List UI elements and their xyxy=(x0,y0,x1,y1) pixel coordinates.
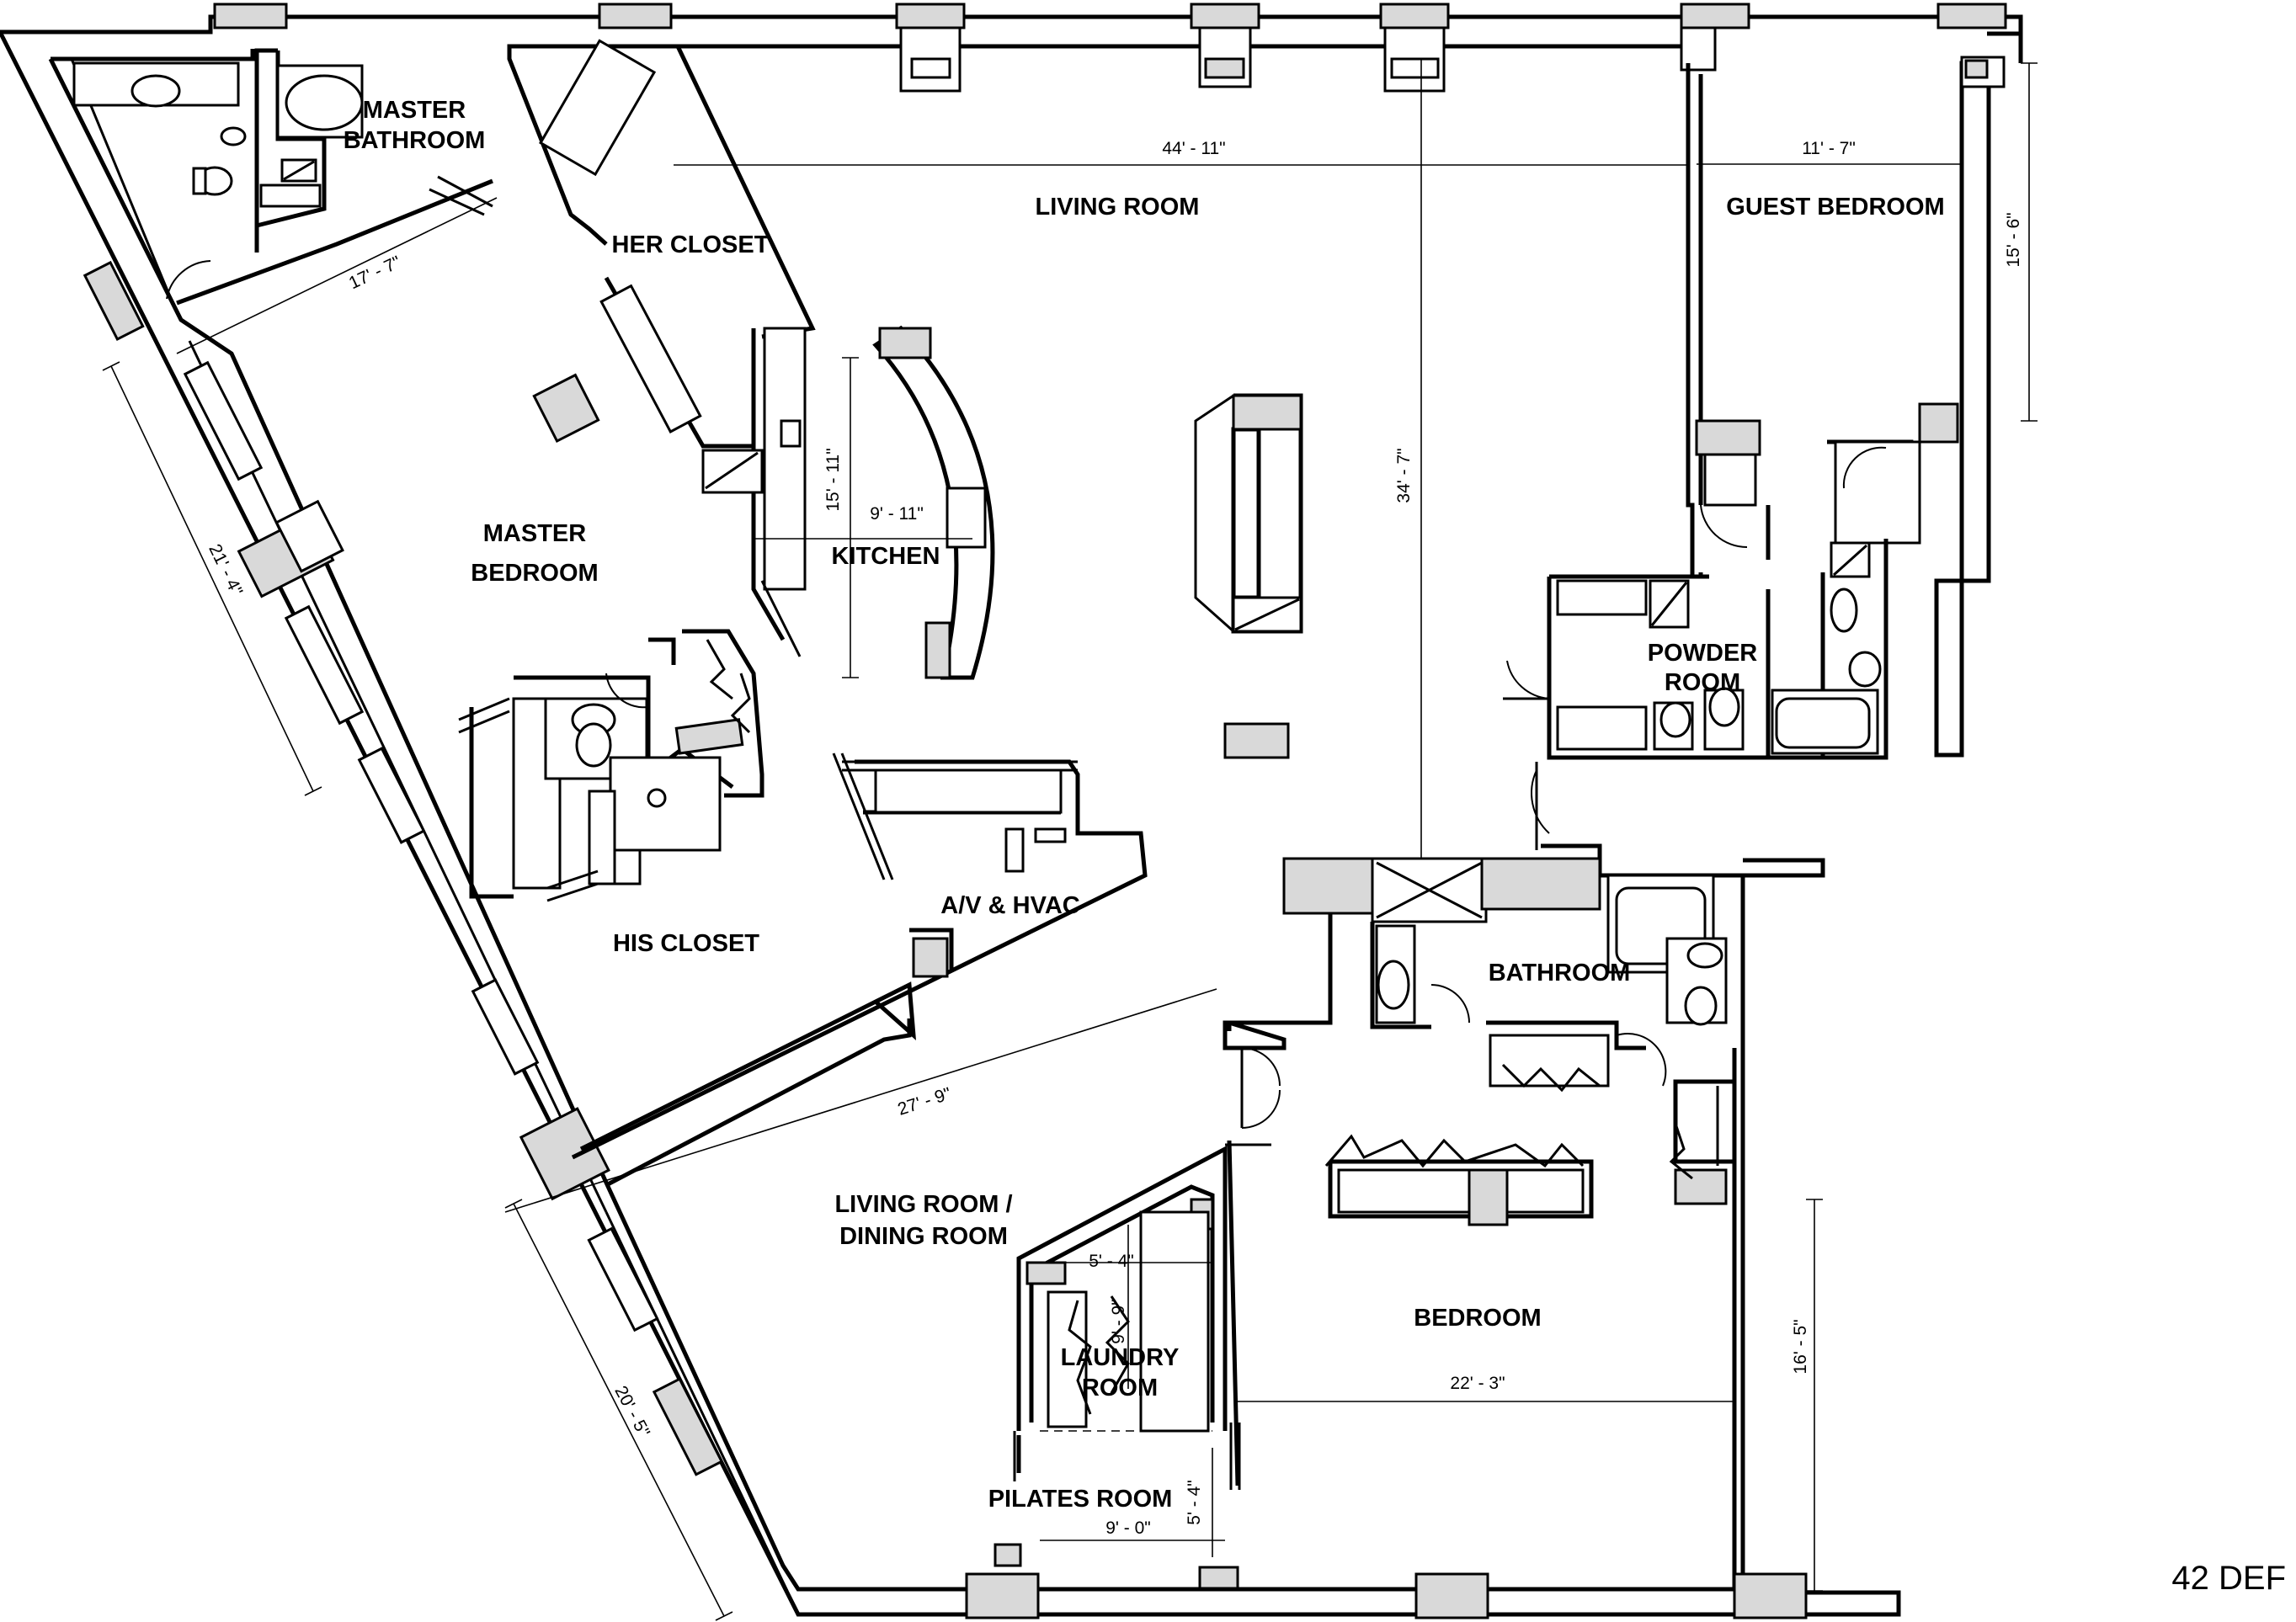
av-hvac-walls xyxy=(571,753,1148,1188)
laundry-room-label-2: ROOM xyxy=(1082,1375,1158,1401)
bedroom-width-dim: 22' - 3" xyxy=(1450,1374,1505,1393)
pilates-width-dim: 9' - 0" xyxy=(1105,1518,1150,1538)
center-sofa xyxy=(1194,393,1303,759)
powder-room-label-1: POWDER xyxy=(1648,640,1758,667)
powder-room-walls xyxy=(1503,572,1882,850)
living-depth-dim: 34' - 7" xyxy=(1394,448,1414,503)
master-bathroom-label-1: MASTER xyxy=(363,97,466,124)
laundry-walls xyxy=(1013,1140,1241,1557)
powder-room-label-2: ROOM xyxy=(1665,669,1740,696)
bedroom-furniture xyxy=(1324,1134,1594,1226)
laundry-depth-dim: 9' - 9" xyxy=(1109,1299,1128,1343)
room-labels: MASTER BATHROOM HER CLOSET LIVING ROOM G… xyxy=(344,97,1945,1513)
av-hvac-label: A/V & HVAC xyxy=(940,892,1079,919)
his-closet-label: HIS CLOSET xyxy=(613,930,759,957)
her-closet-walls xyxy=(507,39,816,657)
bathroom-walls xyxy=(1223,843,1743,1205)
dimension-lines xyxy=(102,59,1823,1621)
living-doors xyxy=(1225,1020,1287,1146)
pilates-room-label: PILATES ROOM xyxy=(988,1486,1173,1513)
living-width-dim: 44' - 11" xyxy=(1162,139,1225,158)
kitchen-label: KITCHEN xyxy=(832,543,940,570)
bedroom-label: BEDROOM xyxy=(1414,1305,1541,1332)
guest-bedroom-walls xyxy=(1686,62,2038,760)
dining-wall-dim: 20' - 5" xyxy=(610,1383,653,1440)
pilates-depth-dim: 5' - 4" xyxy=(1185,1480,1204,1524)
master-bedroom-label-1: MASTER xyxy=(483,520,587,547)
kitchen-depth-dim: 15' - 11" xyxy=(823,448,843,511)
living-dining-label-1: LIVING ROOM / xyxy=(834,1191,1012,1218)
living-dining-label-2: DINING ROOM xyxy=(839,1223,1008,1250)
laundry-room-label-1: LAUNDRY xyxy=(1061,1344,1180,1371)
laundry-width-dim: 5' - 4" xyxy=(1089,1252,1133,1271)
bathroom-label: BATHROOM xyxy=(1489,960,1631,986)
kitchen-width-dim: 9' - 11" xyxy=(870,504,924,524)
unit-id: 42 DEF xyxy=(2171,1560,2286,1597)
guest-depth-dim: 15' - 6" xyxy=(2004,212,2023,267)
master-ensuite xyxy=(458,373,764,902)
guest-width-dim: 11' - 7" xyxy=(1802,139,1856,158)
master-bathroom-walls xyxy=(72,48,493,306)
bedroom-depth-dim: 16' - 5" xyxy=(1791,1319,1810,1374)
master-bathroom-label-2: BATHROOM xyxy=(344,127,486,154)
window-units xyxy=(83,3,2007,1619)
master-bath-width-dim: 17' - 7" xyxy=(346,253,404,293)
kitchen-island xyxy=(754,325,995,680)
guest-bedroom-label: GUEST BEDROOM xyxy=(1726,194,1944,221)
her-closet-label: HER CLOSET xyxy=(612,231,770,258)
exterior-walls xyxy=(0,14,2023,1617)
dimension-labels: 44' - 11" 11' - 7" 15' - 6" 17' - 7" 21'… xyxy=(205,139,2023,1538)
master-bedroom-label-2: BEDROOM xyxy=(471,560,598,587)
living-room-label: LIVING ROOM xyxy=(1036,194,1200,221)
dining-width-dim: 27' - 9" xyxy=(895,1084,953,1119)
